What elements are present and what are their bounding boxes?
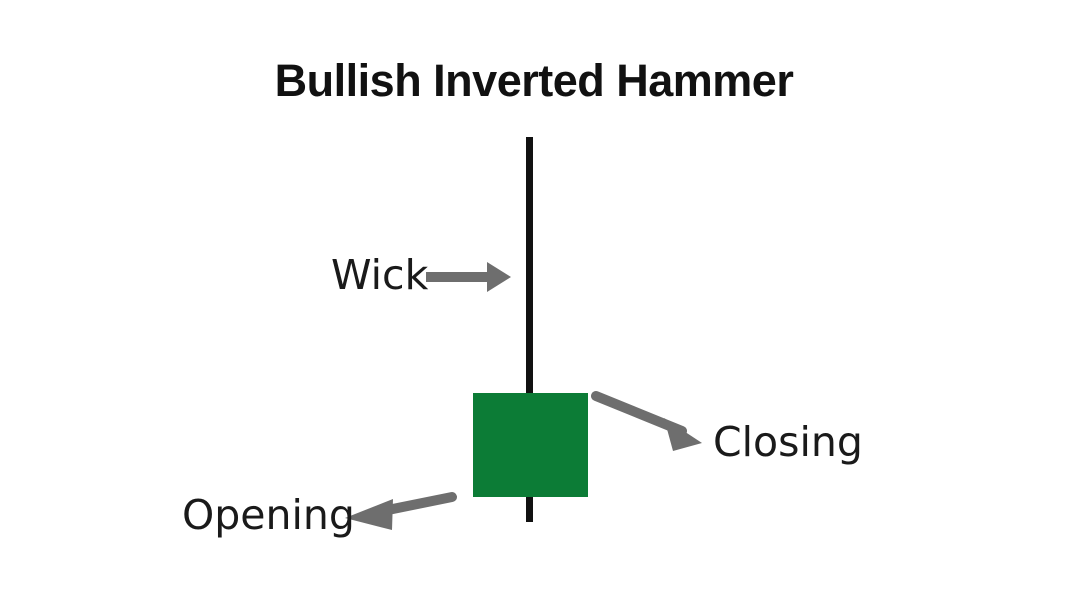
candle-wick-line [526,137,533,522]
candle-body-bullish [473,393,588,497]
annotation-label-wick: Wick [331,251,429,299]
annotation-label-closing: Closing [713,418,863,466]
page-title: Bullish Inverted Hammer [274,55,794,106]
annotation-label-opening: Opening [182,491,355,539]
